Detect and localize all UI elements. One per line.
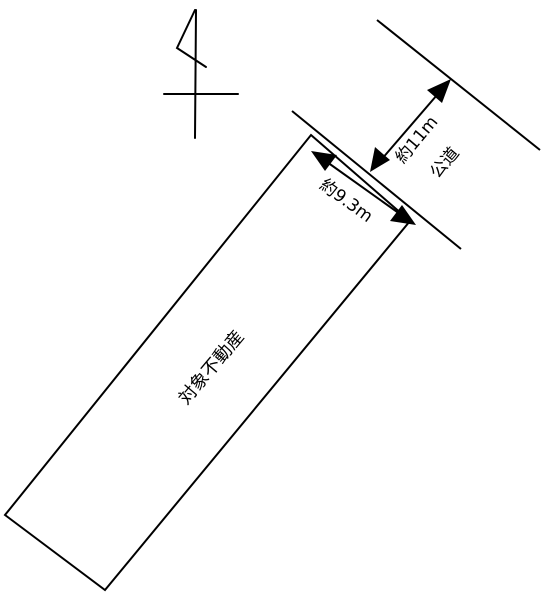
parcel-label: 対象不動産 <box>175 326 249 408</box>
property-boundary-line <box>291 110 462 250</box>
road-edge-line <box>376 19 541 151</box>
road-name-label: 公道 <box>426 144 463 183</box>
road-width-dimension <box>370 79 451 172</box>
north-arrow-icon <box>163 9 239 139</box>
frontage-dimension <box>311 151 416 225</box>
subject-parcel <box>3 133 412 592</box>
